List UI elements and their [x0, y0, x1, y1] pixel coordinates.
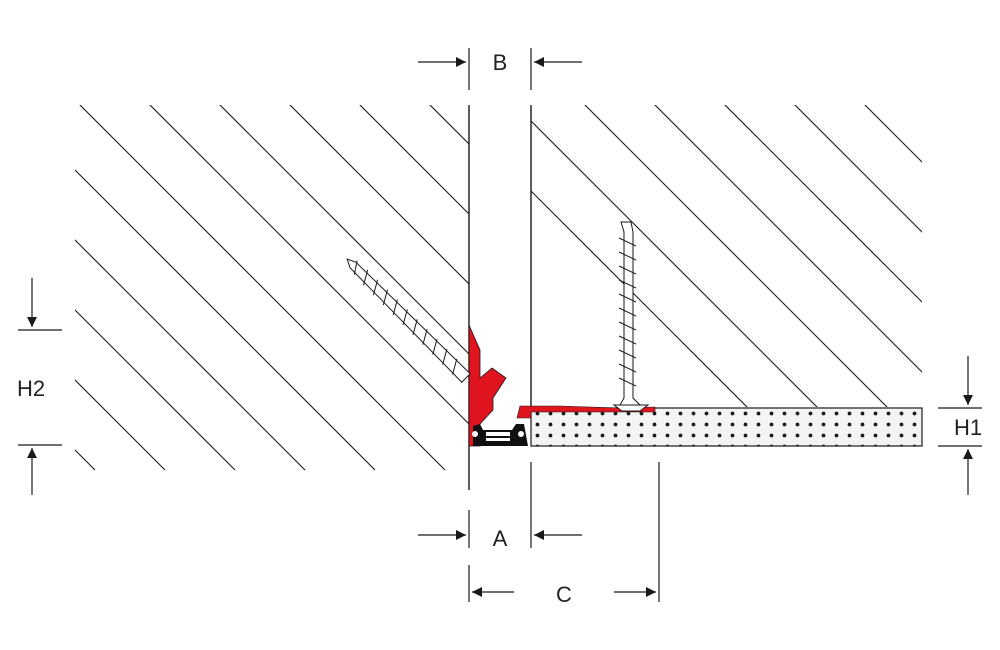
- right-wall-hatching: [531, 105, 922, 408]
- dimension-c: [468, 462, 660, 602]
- dimension-label-c: C: [556, 582, 572, 607]
- rubber-insert: [472, 424, 528, 446]
- left-screw: [346, 258, 471, 383]
- tile: [530, 407, 923, 447]
- dimension-a: [418, 462, 582, 548]
- dimension-label-a: A: [493, 526, 508, 551]
- dimension-label-h1: H1: [954, 415, 982, 440]
- dimension-b: [418, 48, 582, 90]
- dimension-h1: [938, 356, 982, 495]
- dimension-h2: [18, 278, 62, 495]
- dimension-label-b: B: [493, 50, 508, 75]
- left-wall-hatching: [75, 105, 469, 471]
- right-screw: [612, 221, 650, 412]
- dimension-label-h2: H2: [17, 376, 45, 401]
